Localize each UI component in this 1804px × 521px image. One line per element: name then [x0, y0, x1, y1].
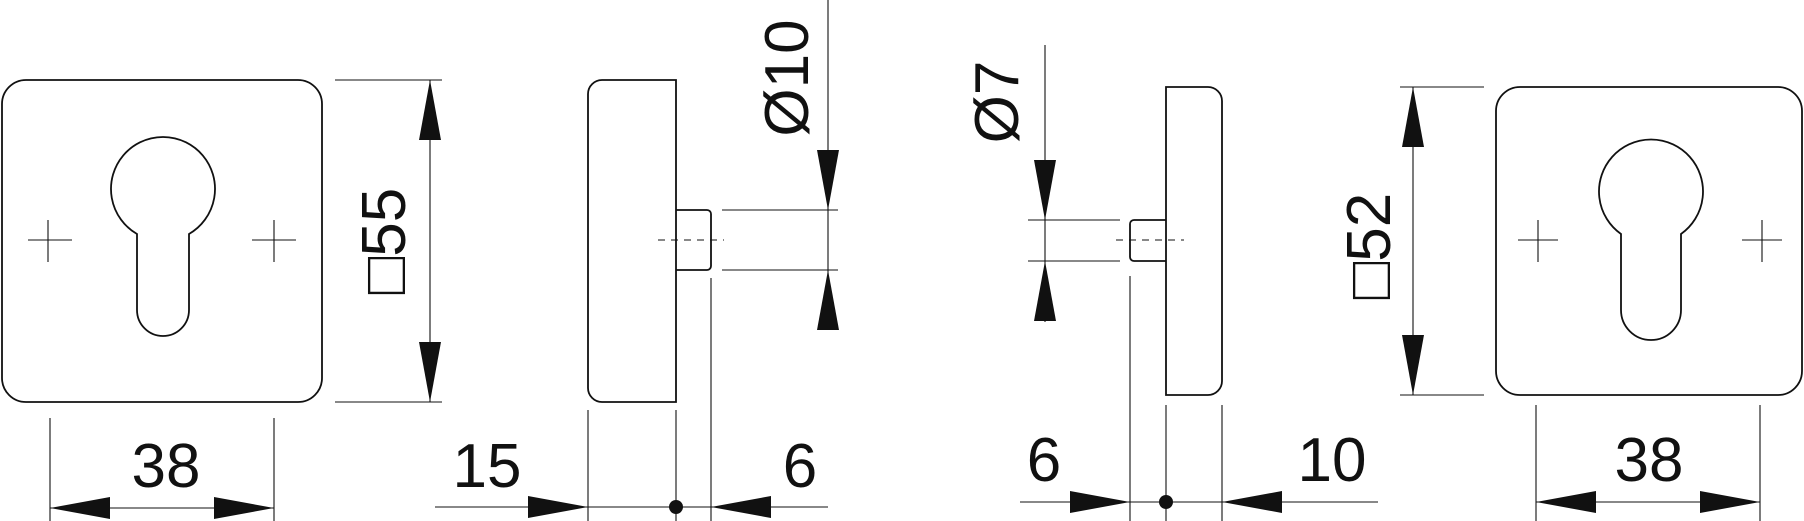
left-width-arrow-end [214, 497, 274, 519]
right-depth-label: 10 [1298, 426, 1367, 495]
left-spacer-label: 6 [783, 432, 817, 501]
right-rosette-outline [1495, 86, 1803, 396]
right-spacer-label: 6 [1027, 426, 1061, 495]
right-diameter-label: Ø7 [963, 61, 1032, 144]
left-side-body [587, 79, 677, 403]
left-rosette-outline [1, 79, 323, 403]
right-depth-dimension: 6 10 [1020, 276, 1378, 521]
right-square-dimension: □52 [1335, 86, 1484, 396]
left-depth-arrow [528, 496, 588, 518]
left-side-spacer [676, 209, 712, 271]
left-diameter-label: Ø10 [753, 19, 822, 136]
right-diameter-arrow-bottom [1034, 261, 1056, 321]
right-depth-origin-dot [1159, 495, 1173, 509]
left-screw-mark-left [28, 220, 72, 262]
left-square-arrow-bottom [419, 342, 441, 402]
right-depth-arrow [1222, 491, 1282, 513]
left-front-view [1, 79, 323, 403]
left-diameter-arrow-bottom [817, 270, 839, 330]
left-width-dimension: 38 [49, 418, 275, 521]
left-spacer-arrow [711, 496, 771, 518]
left-square-dimension: □55 [335, 79, 442, 403]
left-depth-dimension: 15 6 [435, 278, 828, 521]
right-width-arrow-start [1536, 491, 1596, 513]
left-width-arrow-start [50, 497, 110, 519]
right-width-dimension: 38 [1535, 405, 1761, 521]
right-diameter-dimension: Ø7 [963, 45, 1120, 322]
right-width-arrow-end [1700, 491, 1760, 513]
right-screw-mark-right [1742, 220, 1782, 262]
right-square-arrow-top [1402, 87, 1424, 147]
left-side-view [587, 79, 724, 403]
right-keyhole-outline [1598, 138, 1704, 341]
left-depth-origin-dot [669, 500, 683, 514]
left-square-arrow-top [419, 80, 441, 140]
right-width-label: 38 [1615, 426, 1684, 495]
right-side-view [1116, 86, 1223, 396]
right-spacer-arrow [1070, 491, 1130, 513]
right-diameter-arrow-top [1034, 160, 1056, 220]
right-front-view [1495, 86, 1803, 396]
left-diameter-dimension: Ø10 [722, 0, 839, 330]
left-width-label: 38 [132, 432, 201, 501]
left-diameter-arrow-top [817, 150, 839, 210]
left-square-label: □55 [350, 188, 419, 294]
left-depth-label: 15 [453, 432, 522, 501]
right-square-label: □52 [1335, 193, 1404, 299]
left-keyhole-outline [110, 136, 216, 337]
left-screw-mark-right [252, 220, 296, 262]
right-side-body [1165, 86, 1223, 396]
right-screw-mark-left [1518, 220, 1558, 262]
right-square-arrow-bottom [1402, 335, 1424, 395]
